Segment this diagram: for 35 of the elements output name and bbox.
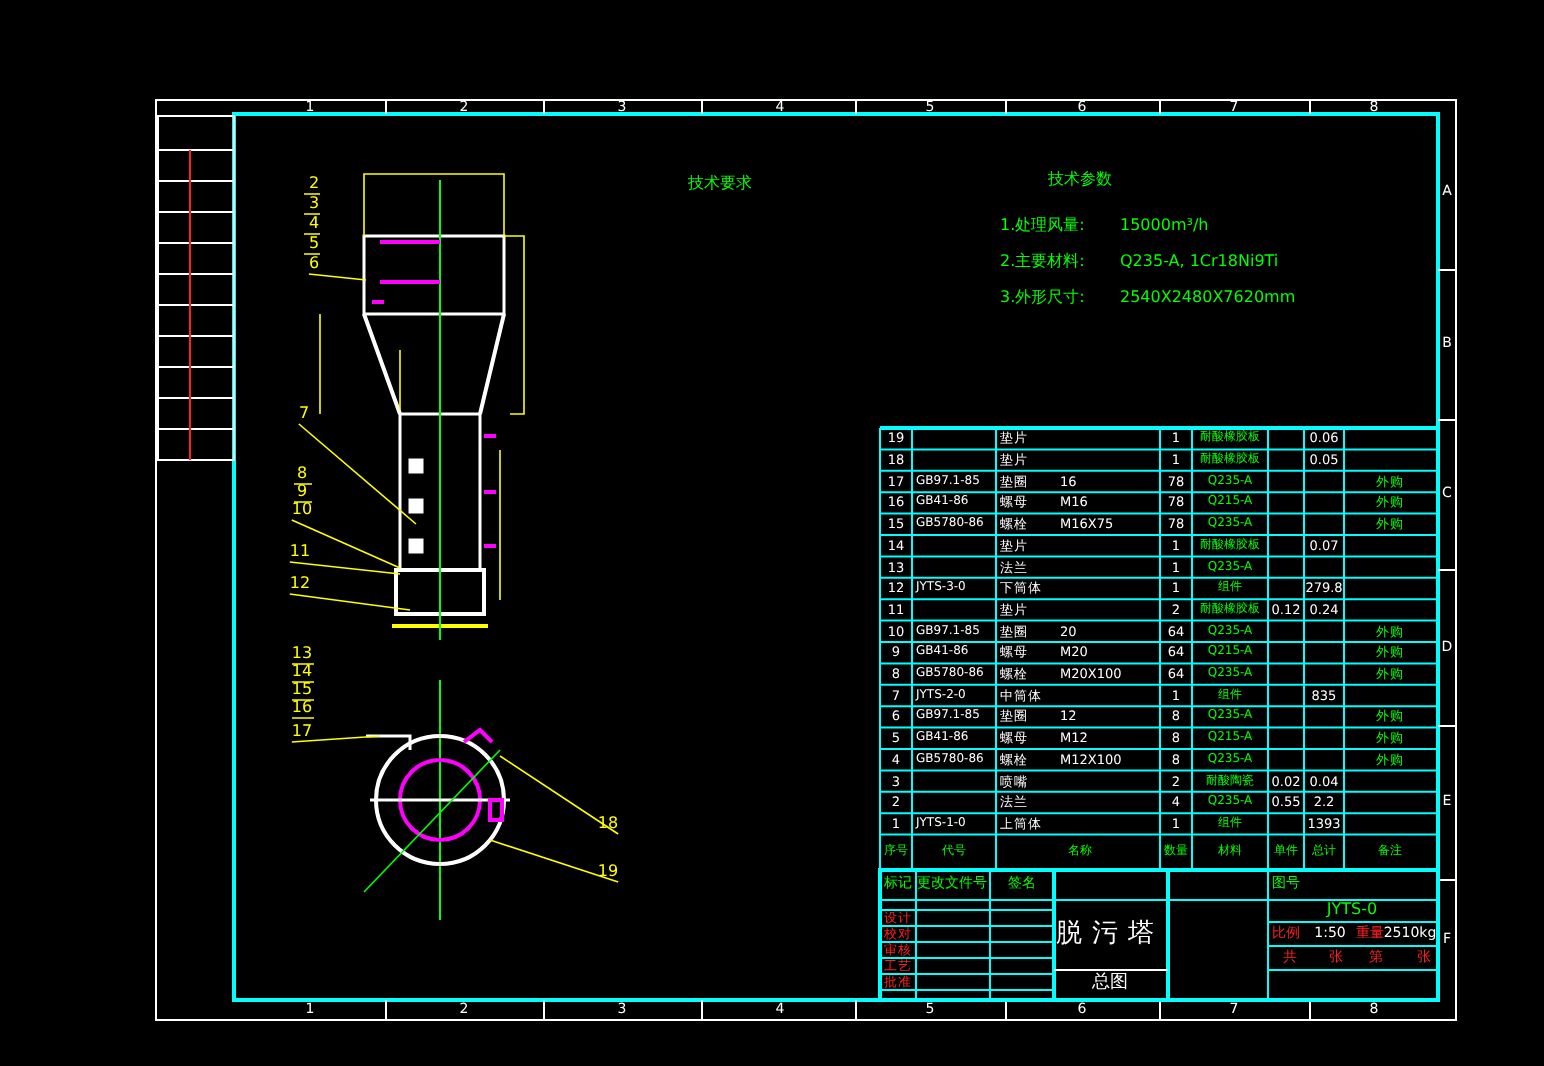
callout-number: 7 (298, 406, 310, 422)
drawing-number: JYTS-0 (1326, 902, 1378, 918)
leader-line (291, 519, 401, 569)
callout-number: 19 (597, 864, 619, 880)
callout-number: 17 (291, 724, 313, 740)
callout-number: 8 (296, 466, 308, 482)
leader-line (489, 839, 619, 883)
callout-number: 5 (308, 236, 320, 252)
callout-number: 10 (291, 502, 313, 518)
heading: 技术要求 (688, 176, 752, 192)
parameter-name: 1.处理风量: (1000, 218, 1085, 234)
callout-number: 16 (291, 700, 313, 716)
callout-number: 11 (289, 544, 311, 560)
parameter-value: Q235-A, 1Cr18Ni9Ti (1120, 254, 1279, 270)
callout-number: 15 (291, 682, 313, 698)
leader-line (289, 561, 401, 575)
drawing-title: 脱污塔 (1056, 921, 1164, 947)
callout-number: 6 (308, 256, 320, 272)
callout-number: 12 (289, 576, 311, 592)
callout-number: 3 (308, 196, 320, 212)
drawing-subtitle: 总图 (1092, 975, 1128, 993)
parameter-name: 2.主要材料: (1000, 254, 1085, 270)
callout-number: 4 (308, 216, 320, 232)
parameter-value: 2540X2480X7620mm (1120, 290, 1296, 306)
heading: 技术参数 (1048, 172, 1112, 188)
leader-line (289, 593, 411, 611)
parameter-value: 15000m³/h (1120, 218, 1209, 234)
parameter-name: 3.外形尺寸: (1000, 290, 1085, 306)
leader-line (499, 755, 619, 835)
callout-number: 9 (296, 484, 308, 500)
leader-line (291, 735, 381, 743)
callout-number: 2 (308, 176, 320, 192)
callout-number: 13 (291, 646, 313, 662)
leader-line (298, 423, 417, 525)
callout-number: 14 (291, 664, 313, 680)
